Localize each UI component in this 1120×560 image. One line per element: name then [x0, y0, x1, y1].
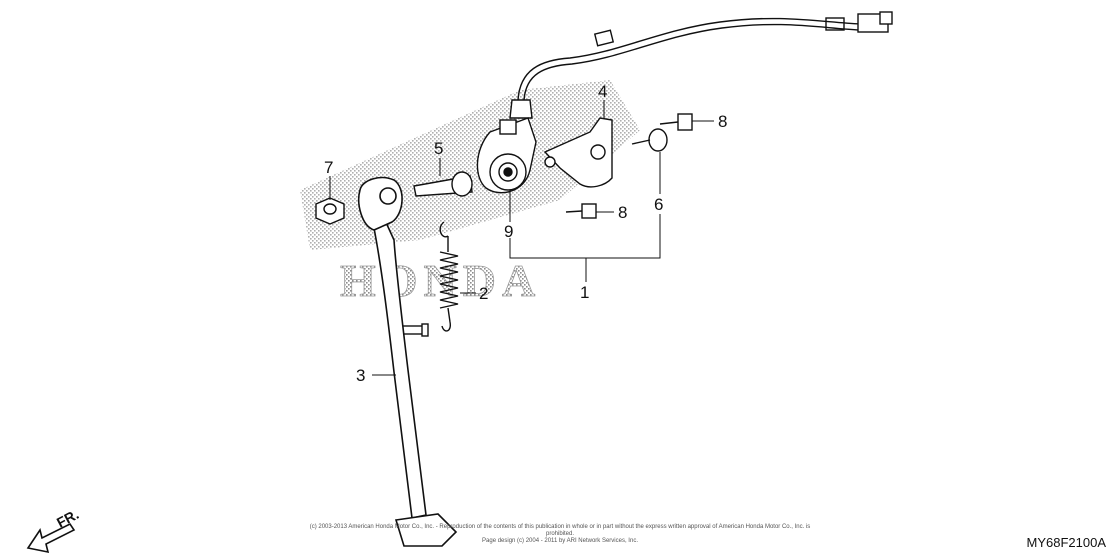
switch-cable — [509, 11, 893, 119]
side-stand-spring — [439, 221, 459, 332]
callout-8-lower: 8 — [618, 203, 627, 222]
callout-7: 7 — [324, 158, 333, 177]
switch-bracket — [543, 117, 613, 188]
callout-6: 6 — [654, 195, 663, 214]
callout-8-upper: 8 — [718, 112, 727, 131]
callout-5: 5 — [434, 139, 443, 158]
callout-4: 4 — [598, 82, 607, 101]
bolt-upper — [659, 113, 693, 131]
bolt-lower — [565, 203, 597, 219]
side-stand-switch — [476, 117, 537, 194]
copyright-line-2: Page design (c) 2004 - 2011 by ARI Netwo… — [482, 538, 638, 544]
callout-1: 1 — [580, 283, 589, 302]
collar-bolt — [631, 128, 668, 152]
side-stand — [358, 176, 458, 547]
callout-3: 3 — [356, 366, 365, 385]
leader-lines — [329, 100, 714, 376]
front-arrow-icon: FR. — [26, 506, 81, 554]
callout-9: 9 — [504, 222, 513, 241]
nut — [315, 197, 345, 225]
pivot-bolt — [413, 171, 473, 197]
copyright-line-1: (c) 2003-2013 American Honda Motor Co., … — [309, 524, 811, 537]
front-direction-label: FR. — [54, 506, 81, 531]
callout-2: 2 — [479, 284, 488, 303]
honda-watermark: HONDA — [340, 255, 541, 306]
diagram-code: MY68F2100A — [1026, 535, 1107, 550]
